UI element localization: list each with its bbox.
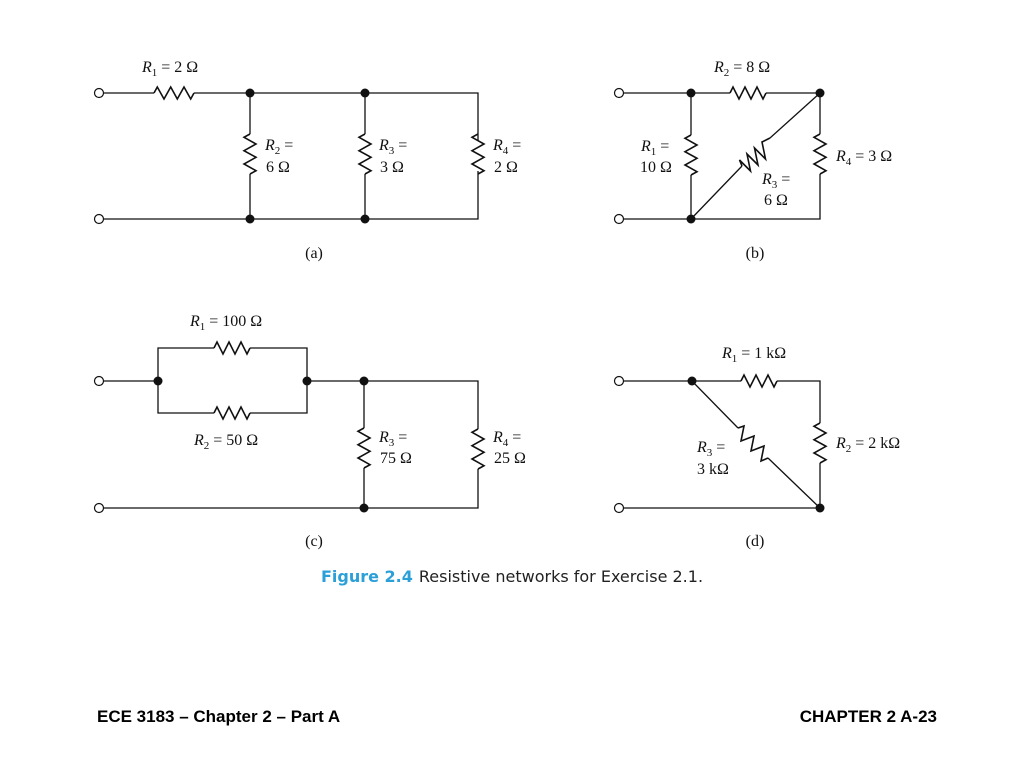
label-a-r3: R3 = — [378, 137, 407, 157]
node — [153, 376, 163, 386]
label-c-r3: R3 = — [378, 429, 407, 449]
node — [815, 503, 825, 513]
circuit-b: R2 = 8 Ω R1 = 10 Ω R4 = 3 Ω R3 = 6 Ω (b) — [613, 59, 892, 262]
value-b-r1: 10 Ω — [640, 159, 672, 176]
resistor-c-r3 — [356, 427, 372, 469]
label-c-r1: R1 = 100 Ω — [189, 313, 262, 333]
resistor-c-r1 — [213, 340, 251, 356]
terminal-b-bottom — [613, 213, 625, 225]
circuit-a: R1 = 2 Ω R2 = 6 Ω R3 = 3 Ω R4 = 2 Ω (a) — [93, 59, 521, 262]
label-d-r3: R3 = — [696, 439, 725, 459]
terminal-c-bottom — [93, 502, 105, 514]
value-b-r3: 6 Ω — [764, 192, 788, 209]
value-a-r3: 3 Ω — [380, 159, 404, 176]
node — [360, 88, 370, 98]
figure-caption: Figure 2.4 Resistive networks for Exercis… — [0, 567, 1024, 586]
circuit-d: R1 = 1 kΩ R2 = 2 kΩ R3 = 3 kΩ (d) — [613, 345, 900, 550]
label-d-r2: R2 = 2 kΩ — [835, 435, 900, 455]
resistor-a-r3 — [357, 133, 373, 175]
resistor-b-r4 — [812, 133, 828, 175]
resistor-b-r1 — [683, 134, 699, 176]
resistor-c-r2 — [213, 405, 251, 421]
figure-caption-text: Resistive networks for Exercise 2.1. — [418, 567, 704, 586]
node — [359, 376, 369, 386]
terminal-a-top — [93, 87, 105, 99]
value-a-r4: 2 Ω — [494, 159, 518, 176]
value-c-r3: 75 Ω — [380, 450, 412, 467]
value-d-r3: 3 kΩ — [697, 461, 729, 478]
label-b-r2: R2 = 8 Ω — [713, 59, 770, 79]
label-b-r3: R3 = — [761, 171, 790, 191]
label-c-r2: R2 = 50 Ω — [193, 432, 258, 452]
node — [686, 88, 696, 98]
resistor-d-r3 — [737, 424, 769, 463]
label-b-r4: R4 = 3 Ω — [835, 148, 892, 168]
value-a-r2: 6 Ω — [266, 159, 290, 176]
label-b-r1: R1 = — [640, 138, 669, 158]
node — [687, 376, 697, 386]
node — [245, 214, 255, 224]
caption-c: (c) — [305, 533, 323, 550]
node — [245, 88, 255, 98]
label-a-r2: R2 = — [264, 137, 293, 157]
node — [815, 88, 825, 98]
terminal-d-bottom — [613, 502, 625, 514]
node — [686, 214, 696, 224]
resistor-d-r1 — [740, 373, 778, 389]
circuit-c: R1 = 100 Ω R2 = 50 Ω R3 = 75 Ω R4 = 25 Ω… — [93, 313, 526, 550]
label-a-r4: R4 = — [492, 137, 521, 157]
terminal-b-top — [613, 87, 625, 99]
footer-right: CHAPTER 2 A-23 — [799, 707, 937, 726]
caption-b: (b) — [746, 245, 765, 262]
caption-a: (a) — [305, 245, 323, 262]
resistor-d-r2 — [812, 422, 828, 464]
resistor-a-r4 — [470, 133, 486, 175]
footer-left: ECE 3183 – Chapter 2 – Part A — [97, 707, 341, 726]
node — [359, 503, 369, 513]
terminal-d-top — [613, 375, 625, 387]
resistor-c-r4 — [470, 428, 486, 470]
terminal-a-bottom — [93, 213, 105, 225]
resistor-b-r2 — [729, 85, 767, 101]
node — [360, 214, 370, 224]
value-c-r4: 25 Ω — [494, 450, 526, 467]
resistor-a-r1 — [153, 85, 195, 101]
label-d-r1: R1 = 1 kΩ — [721, 345, 786, 365]
node — [302, 376, 312, 386]
label-c-r4: R4 = — [492, 429, 521, 449]
caption-d: (d) — [746, 533, 765, 550]
label-a-r1: R1 = 2 Ω — [141, 59, 198, 79]
terminal-c-top — [93, 375, 105, 387]
figure-number: Figure 2.4 — [320, 567, 413, 586]
resistor-a-r2 — [242, 133, 258, 175]
resistor-b-r3 — [738, 137, 771, 174]
